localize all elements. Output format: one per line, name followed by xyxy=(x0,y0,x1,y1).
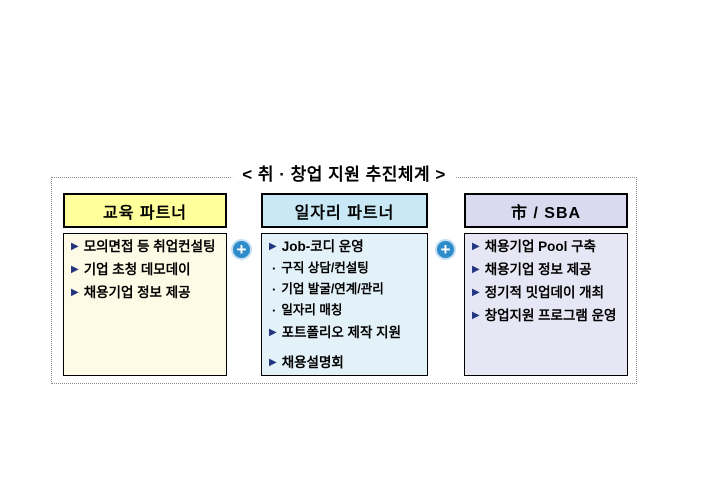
column-header-city-sba: 市 / SBA xyxy=(464,193,628,228)
triangle-bullet-icon: ▶ xyxy=(472,241,480,252)
item-text: 모의면접 등 취업컨설팅 xyxy=(83,239,216,254)
item-text: 일자리 매칭 xyxy=(281,303,343,317)
triangle-bullet-icon: ▶ xyxy=(472,264,480,275)
list-item: ▶ 채용설명회 xyxy=(268,351,423,374)
list-item: ▶ 채용기업 정보 제공 xyxy=(70,281,222,304)
column-city-sba: 市 / SBA ▶ 채용기업 Pool 구축 ▶ 채용기업 정보 제공 ▶ 정기… xyxy=(464,193,628,376)
triangle-bullet-icon: ▶ xyxy=(71,287,79,298)
triangle-bullet-icon: ▶ xyxy=(472,310,480,321)
triangle-bullet-icon: ▶ xyxy=(269,357,277,368)
dot-bullet-icon: · xyxy=(272,282,277,297)
item-text: 정기적 밋업데이 개최 xyxy=(484,285,604,300)
list-subitem: · 일자리 매칭 xyxy=(268,300,423,321)
item-text: 기업 초청 데모데이 xyxy=(83,262,191,277)
list-item: ▶ 창업지원 프로그램 운영 xyxy=(471,304,623,327)
triangle-bullet-icon: ▶ xyxy=(472,287,480,298)
list-subitem: · 기업 발굴/연계/관리 xyxy=(268,279,423,300)
column-body-education-partner: ▶ 모의면접 등 취업컨설팅 ▶ 기업 초청 데모데이 ▶ 채용기업 정보 제공 xyxy=(63,233,227,376)
item-text: 포트폴리오 제작 지원 xyxy=(281,325,401,340)
item-text: 채용설명회 xyxy=(281,355,344,370)
triangle-bullet-icon: ▶ xyxy=(71,241,79,252)
list-subitem: · 구직 상담/컨설팅 xyxy=(268,258,423,279)
column-body-city-sba: ▶ 채용기업 Pool 구축 ▶ 채용기업 정보 제공 ▶ 정기적 밋업데이 개… xyxy=(464,233,628,376)
item-text: 구직 상담/컨설팅 xyxy=(281,261,369,275)
diagram-title: < 취 · 창업 지원 추진체계 > xyxy=(232,160,456,185)
list-item: ▶ 포트폴리오 제작 지원 xyxy=(268,321,423,344)
column-body-job-partner: ▶ Job-코디 운영 · 구직 상담/컨설팅 · 기업 발굴/연계/관리 · … xyxy=(261,233,428,376)
plus-connector-icon: + xyxy=(435,239,456,260)
dot-bullet-icon: · xyxy=(272,261,277,276)
column-header-education-partner: 교육 파트너 xyxy=(63,193,227,228)
column-job-partner: 일자리 파트너 ▶ Job-코디 운영 · 구직 상담/컨설팅 · 기업 발굴/… xyxy=(261,193,428,376)
plus-connector-icon: + xyxy=(231,239,252,260)
column-header-job-partner: 일자리 파트너 xyxy=(261,193,428,228)
item-text: 기업 발굴/연계/관리 xyxy=(281,282,384,296)
triangle-bullet-icon: ▶ xyxy=(71,264,79,275)
list-item: ▶ 모의면접 등 취업컨설팅 xyxy=(70,235,222,258)
item-text: 채용기업 정보 제공 xyxy=(484,262,592,277)
triangle-bullet-icon: ▶ xyxy=(269,241,277,252)
triangle-bullet-icon: ▶ xyxy=(269,327,277,338)
list-item: ▶ 기업 초청 데모데이 xyxy=(70,258,222,281)
item-text: 채용기업 정보 제공 xyxy=(83,285,191,300)
item-text: Job-코디 운영 xyxy=(281,239,364,254)
list-item: ▶ 채용기업 Pool 구축 xyxy=(471,235,623,258)
list-item: ▶ 채용기업 정보 제공 xyxy=(471,258,623,281)
item-text: 채용기업 Pool 구축 xyxy=(484,239,596,254)
column-education-partner: 교육 파트너 ▶ 모의면접 등 취업컨설팅 ▶ 기업 초청 데모데이 ▶ 채용기… xyxy=(63,193,227,376)
list-item: ▶ Job-코디 운영 xyxy=(268,235,423,258)
list-item: ▶ 정기적 밋업데이 개최 xyxy=(471,281,623,304)
dot-bullet-icon: · xyxy=(272,303,277,318)
item-text: 창업지원 프로그램 운영 xyxy=(484,308,617,323)
